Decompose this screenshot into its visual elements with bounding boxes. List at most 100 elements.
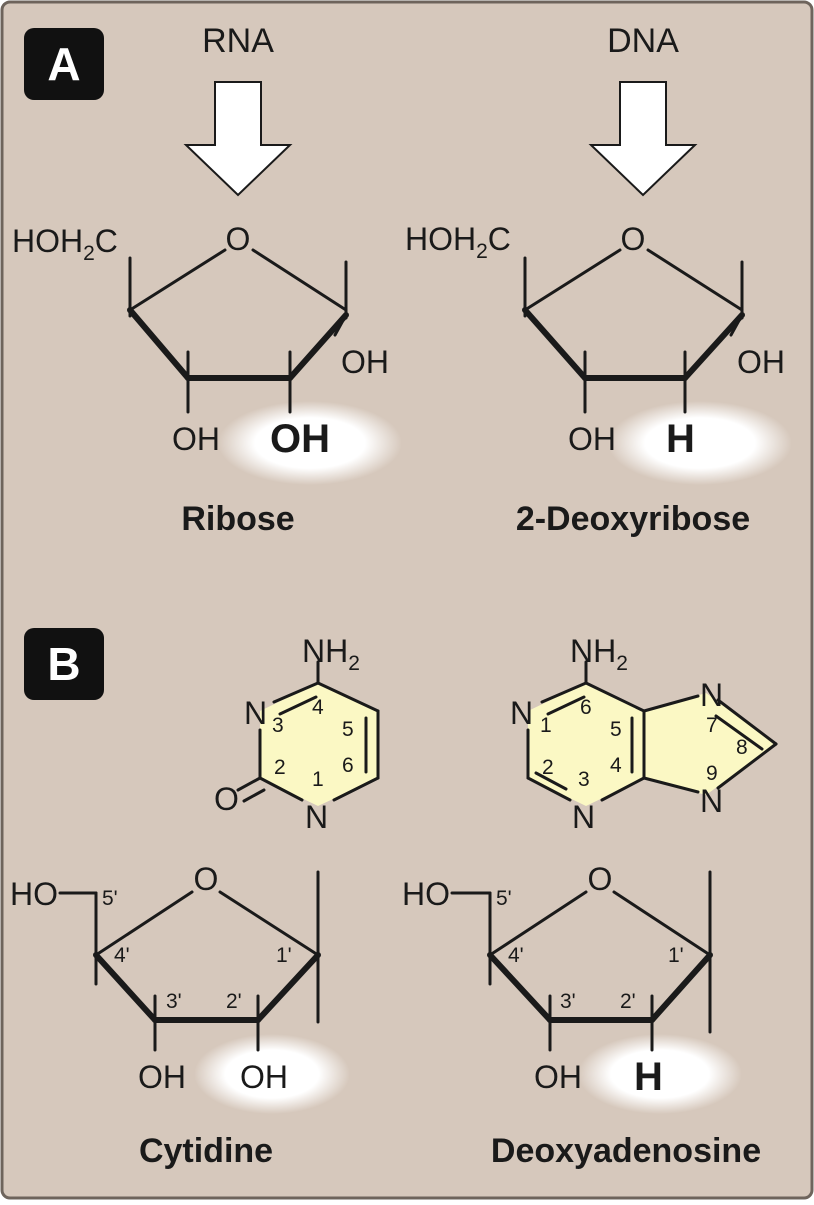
ribose-oh-c2-highlighted: OH (270, 417, 330, 461)
adenine-base: NH2 N N N N 1 6 5 2 3 4 7 8 9 (510, 633, 778, 835)
adenine-n1: N (510, 695, 533, 731)
adenine-double-7-8 (714, 714, 764, 751)
deoxyribose-c2-c1-bond (682, 312, 745, 381)
deoxyadenosine-sugar: HO O 5' 4' 3' 2' 1' OH H Deoxyadenosine (402, 861, 761, 1170)
cytidine-c4-o-bond (94, 890, 194, 957)
adenine-bond-3-2 (526, 776, 572, 802)
cytidine-highlight (194, 1034, 350, 1114)
deoxyadenosine-h-2-highlighted: H (634, 1055, 663, 1099)
cytosine-double-2-o (242, 788, 266, 803)
adenine-five-ring-fill (644, 693, 776, 795)
ribose-name: Ribose (181, 500, 294, 538)
ribose-c4-o-bond (128, 248, 227, 312)
deoxyribose-oh-c3: OH (568, 421, 616, 457)
cytidine-c2-c1-bond (255, 952, 321, 1023)
deoxyadenosine-prime-1: 1' (668, 944, 684, 967)
cytidine-prime-1: 1' (276, 944, 292, 967)
cytidine-prime-2: 2' (226, 990, 242, 1013)
deoxyribose-structure: HOH2C O OH OH H 2-Deoxyribose (405, 221, 785, 538)
cytosine-num-5: 5 (342, 718, 354, 741)
ribose-c2-c1-bond (287, 312, 349, 381)
cytidine-prime-5: 5' (102, 887, 118, 910)
panel-a-badge (24, 28, 104, 100)
cytidine-ring-oxygen: O (194, 861, 219, 897)
adenine-bond-6-5 (584, 681, 646, 713)
adenine-num-7: 7 (706, 714, 718, 737)
cytosine-num-1: 1 (312, 768, 324, 791)
adenine-num-9: 9 (706, 762, 718, 785)
cytosine-o2: O (214, 781, 239, 817)
deoxyribose-highlight (608, 401, 792, 485)
cytidine-sugar: HO O 5' 4' 3' 2' 1' OH OH Cytidine (10, 861, 321, 1170)
cytidine-c4-c3-bond (93, 952, 158, 1023)
deoxyribose-o-c1-bond (646, 248, 744, 312)
panel-b: B NH2 N N O 3 4 5 2 1 6 (10, 628, 778, 1170)
deoxyribose-h-c2-highlighted: H (666, 417, 695, 461)
deoxyadenosine-c4-c3-bond (487, 952, 553, 1023)
adenine-nh2: NH2 (570, 633, 628, 675)
dna-arrow (588, 81, 698, 197)
dna-label: DNA (607, 22, 679, 60)
cytosine-nh2: NH2 (302, 633, 360, 675)
adenine-n3: N (572, 799, 595, 835)
adenine-num-8: 8 (736, 736, 748, 759)
adenine-num-6: 6 (580, 696, 592, 719)
ribose-oh-c1: OH (341, 344, 389, 380)
ribose-ring-oxygen: O (226, 221, 251, 257)
deoxyadenosine-ho: HO (402, 876, 450, 912)
adenine-double-3-2 (534, 771, 568, 791)
deoxyribose-oh-c1: OH (737, 344, 785, 380)
cytosine-num-2: 2 (274, 756, 286, 779)
deoxyadenosine-highlight (578, 1034, 742, 1114)
ribose-o-c1-bond (251, 248, 348, 312)
deoxyribose-ring-oxygen: O (621, 221, 646, 257)
panel-a: A RNA DNA HOH2C O OH OH OH Ribose (12, 22, 792, 538)
adenine-num-3: 3 (578, 768, 590, 791)
deoxyribose-c4-o-bond (523, 248, 622, 312)
cytidine-oh-2: OH (240, 1059, 288, 1095)
deoxyribose-hoh2c: HOH2C (405, 221, 511, 263)
adenine-num-4: 4 (610, 754, 622, 777)
adenine-bond-8-9 (716, 742, 778, 790)
adenine-bond-9-4 (642, 776, 700, 794)
cytosine-base: NH2 N N O 3 4 5 2 1 6 (214, 633, 380, 835)
cytosine-n1: N (305, 799, 328, 835)
rna-label: RNA (202, 22, 274, 60)
deoxyadenosine-c4-o-bond (488, 890, 588, 957)
adenine-bond-1-6 (540, 681, 588, 704)
adenine-six-ring-fill (528, 683, 644, 806)
rna-arrow (183, 81, 293, 197)
deoxyribose-name: 2-Deoxyribose (516, 500, 750, 538)
cytidine-ho: HO (10, 876, 58, 912)
adenine-num-5: 5 (610, 718, 622, 741)
ribose-c4-c3-bond (127, 307, 191, 381)
adenine-num-1: 1 (540, 714, 552, 737)
ribose-oh-c3: OH (172, 421, 220, 457)
cytosine-bond-1-2 (258, 776, 304, 802)
deoxyadenosine-prime-3: 3' (560, 990, 576, 1013)
deoxyadenosine-o-c1-bond (612, 890, 712, 957)
cytosine-ring-fill (260, 683, 378, 806)
cytosine-bond-2-o (236, 776, 262, 792)
adenine-bond-5-7 (642, 694, 700, 713)
deoxyadenosine-ring-oxygen: O (588, 861, 613, 897)
deoxyadenosine-oh-3: OH (534, 1059, 582, 1095)
cytosine-num-3: 3 (272, 714, 284, 737)
cytidine-prime-4: 4' (114, 944, 130, 967)
adenine-num-2: 2 (542, 756, 554, 779)
cytosine-n3: N (244, 695, 267, 731)
panel-a-letter: A (47, 38, 80, 90)
ribose-structure: HOH2C O OH OH OH Ribose (12, 221, 389, 538)
adenine-n9: N (700, 783, 723, 819)
adenine-n7: N (700, 677, 723, 713)
cytosine-bond-6-1 (332, 776, 380, 802)
cytidine-o-c1-bond (218, 890, 320, 957)
cytidine-oh-3: OH (138, 1059, 186, 1095)
deoxyadenosine-prime-5: 5' (496, 887, 512, 910)
ribose-hoh2c: HOH2C (12, 223, 118, 265)
adenine-bond-7-8 (716, 698, 778, 746)
deoxyribose-c4-c3-bond (522, 307, 588, 381)
